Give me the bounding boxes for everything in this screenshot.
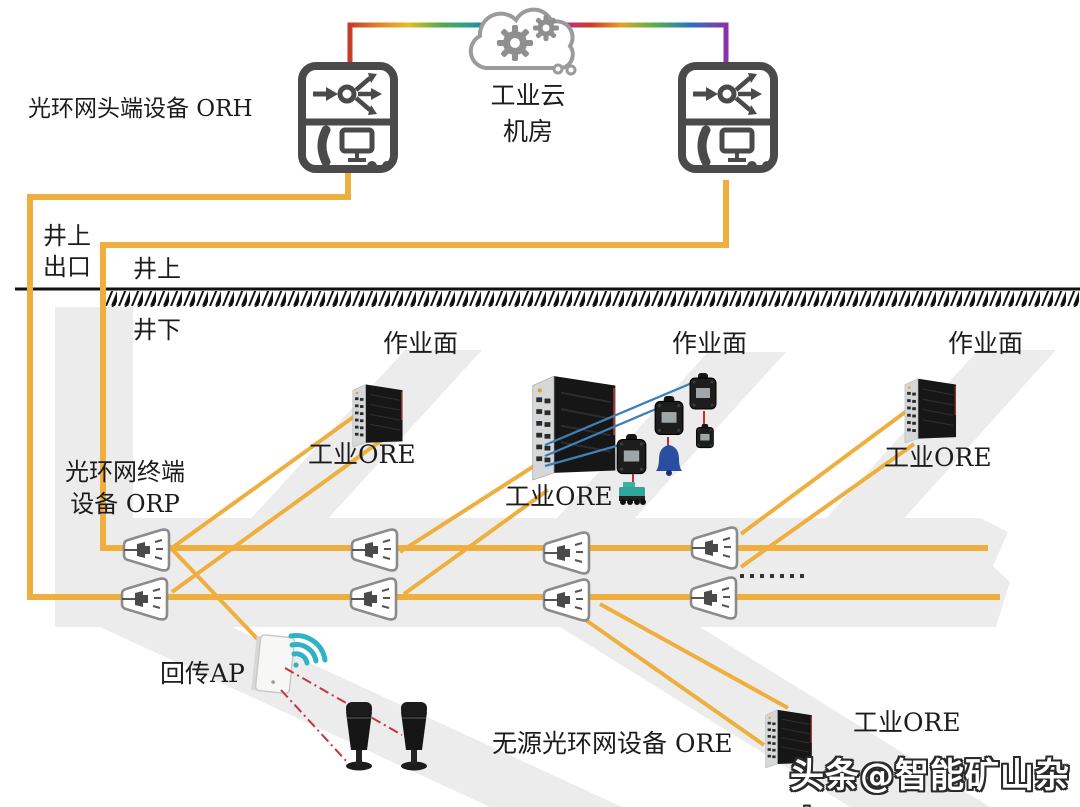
gears-icon (497, 15, 559, 61)
orh-device-right-icon (682, 66, 774, 171)
industrial-ore-switch-1 (352, 383, 404, 448)
cloud-cable-loop (552, 63, 564, 75)
watermark: 头条@智能矿山杂志 (790, 756, 1070, 807)
bell-device-icon (656, 445, 682, 476)
orh-label: 光环网头端设备 ORH (28, 96, 253, 122)
cloud-label: 工业云 机房 (448, 78, 608, 149)
industrial-ore-label-3: 工业ORE (884, 443, 992, 472)
mini-sensor-icon (695, 423, 714, 449)
mini-vehicle-icon (619, 482, 646, 505)
gas-sensor-icon (654, 395, 684, 436)
fiber-drop-ap (166, 543, 270, 652)
cloud-label-line1: 工业云 (490, 81, 566, 110)
fiber-drop-ore2-a (398, 450, 558, 554)
working-face-label-1: 作业面 (383, 329, 459, 358)
industrial-ore-switch-3 (904, 378, 957, 444)
shaft-exit-line2: 出口 (43, 252, 91, 281)
cloud-label-line2: 机房 (502, 116, 553, 146)
optical-fibers (27, 173, 1000, 747)
industrial-cloud (468, 7, 577, 76)
working-face-label-2: 作业面 (672, 329, 748, 358)
gas-sensor-icon (689, 372, 717, 410)
wireless-links-red (280, 667, 403, 764)
working-face-label-3: 作业面 (948, 329, 1024, 358)
orh-device-left-icon (302, 66, 394, 171)
shaft-exit-line1: 井上 (43, 222, 91, 250)
fiber-drop-ore3-a (739, 408, 910, 536)
industrial-ore-label-4: 工业ORE (853, 708, 961, 737)
orp-label: 光环网终端 设备 ORP (40, 456, 210, 521)
backhaul-ap-label: 回传AP (160, 659, 245, 688)
passive-ore-label: 无源光环网设备 ORE (492, 729, 733, 758)
fiber-drop-ore3-b (739, 442, 916, 569)
industrial-ore-label-2: 工业ORE (505, 482, 613, 511)
shaft-exit-label: 井上 出口 (43, 221, 91, 282)
sensor-links-blue (544, 381, 693, 468)
orp-label-line1: 光环网终端 (65, 458, 185, 486)
backhaul-ap (251, 634, 296, 695)
ground-surface (15, 287, 1080, 307)
cctv-camera-icon (345, 701, 373, 772)
fiber-drop-ore4-b (578, 614, 766, 747)
fiber-drop-ore4-a (599, 602, 789, 710)
industrial-ore-switch-2 (531, 375, 617, 481)
gas-sensor-icon (616, 433, 647, 475)
ground-hatch (103, 291, 1080, 307)
fiber-drop-ore2-b (402, 488, 550, 596)
wifi-icon (288, 633, 328, 668)
cloud-cable-loop (565, 64, 577, 76)
orp-label-line2: 设备 ORP (70, 490, 180, 519)
above-ground-label: 井上 (133, 255, 181, 283)
fiber-drop-ore1-a (160, 403, 372, 557)
industrial-ore-label-1: 工业ORE (308, 440, 416, 469)
fiber-drop-ore1-b (170, 438, 384, 594)
ap-box-icon (254, 634, 296, 695)
below-ground-label: 井下 (133, 316, 181, 344)
